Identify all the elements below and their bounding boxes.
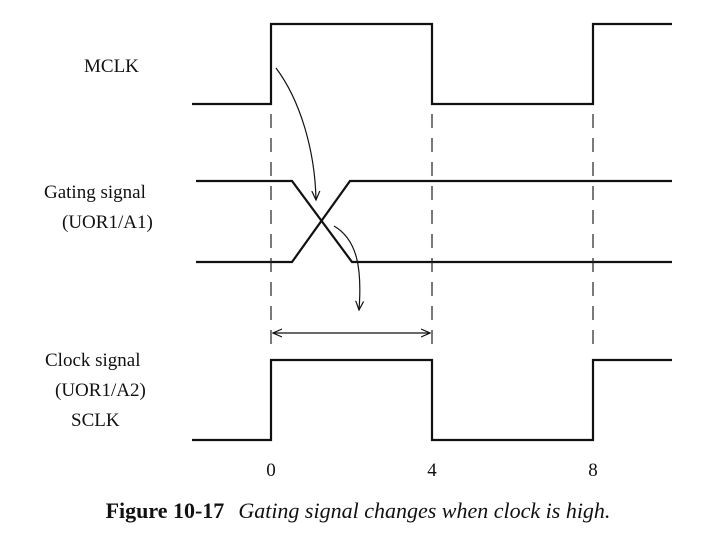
figure-caption-text: Gating signal changes when clock is high… xyxy=(238,498,611,523)
mclk-label: MCLK xyxy=(84,56,139,77)
gating-signal-label: Gating signal xyxy=(44,182,146,203)
gating-signal-register-label: (UOR1/A1) xyxy=(62,212,153,233)
tick-label-8: 8 xyxy=(588,460,598,481)
clock-signal-register-label: (UOR1/A2) xyxy=(55,380,146,401)
gating-to-sclk-arrow xyxy=(333,225,360,310)
tick-label-0: 0 xyxy=(266,460,276,481)
gating-signal-upper-trace xyxy=(196,179,672,264)
figure-number: Figure 10-17 xyxy=(105,498,225,523)
sclk-waveform xyxy=(192,358,672,442)
sclk-label: SCLK xyxy=(71,410,120,431)
mclk-to-gating-arrow xyxy=(275,67,316,200)
tick-label-4: 4 xyxy=(427,460,437,481)
figure-caption: Figure 10-17 Gating signal changes when c… xyxy=(0,498,716,524)
mclk-waveform xyxy=(192,22,672,106)
gating-signal-lower-trace xyxy=(196,179,672,264)
clock-signal-label: Clock signal xyxy=(45,350,141,371)
